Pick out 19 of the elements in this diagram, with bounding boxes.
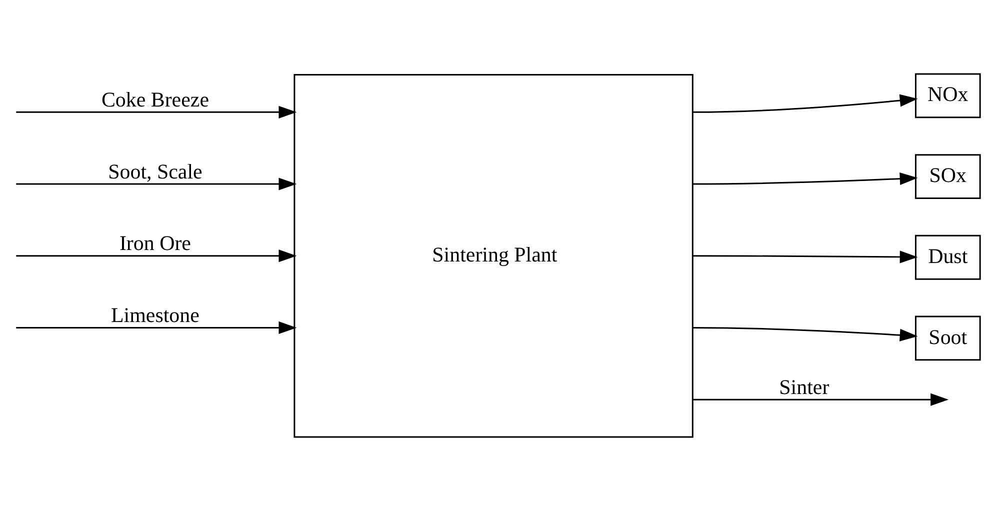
arrow [692, 392, 949, 406]
edge-label: Coke Breeze [101, 86, 209, 111]
arrow [16, 177, 297, 190]
node-box: Sintering Plant [294, 73, 694, 438]
arrow [16, 249, 297, 262]
arrow [692, 172, 918, 185]
edge-label: Iron Ore [119, 230, 191, 255]
arrow [692, 94, 918, 112]
arrow [16, 105, 297, 118]
arrow [692, 250, 918, 263]
arrow [16, 320, 297, 334]
edge-label: Limestone [111, 302, 200, 327]
node-box: SOx [914, 154, 981, 198]
node-box: Soot [914, 315, 981, 360]
arrow [692, 326, 918, 341]
node-box: Dust [914, 234, 981, 280]
edge-label: Soot, Scale [108, 158, 202, 183]
node-box: NOx [914, 72, 981, 118]
edge-label: Sinter [779, 374, 830, 398]
